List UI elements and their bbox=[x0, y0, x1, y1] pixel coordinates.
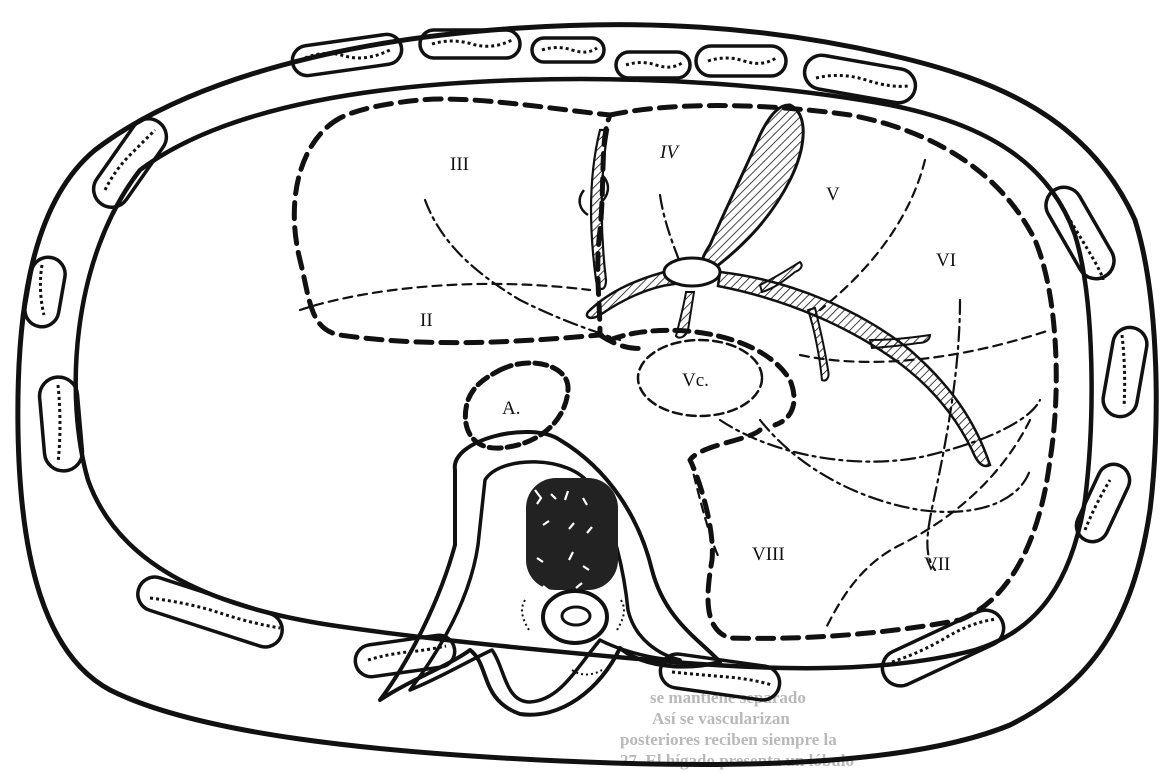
rib bbox=[802, 53, 918, 106]
hepatic-vessels bbox=[580, 105, 990, 466]
show-through-line: posteriores reciben siempre la bbox=[620, 730, 837, 749]
segment-label-iii: III bbox=[450, 154, 469, 175]
rib bbox=[616, 52, 690, 78]
segment-label-vi: VI bbox=[936, 250, 956, 271]
rib bbox=[22, 255, 68, 330]
segment-label-vii: VII bbox=[924, 554, 950, 575]
rib bbox=[290, 32, 403, 77]
vertebra bbox=[380, 432, 720, 715]
portal-vein-trunk bbox=[664, 258, 720, 286]
portal-vein-branch bbox=[591, 130, 608, 289]
segment-label-iv: IV bbox=[659, 142, 680, 163]
rib bbox=[1039, 181, 1120, 286]
segment-label-v: V bbox=[826, 184, 840, 205]
liver-outline bbox=[294, 99, 610, 343]
rib bbox=[133, 573, 286, 652]
aorta-label: A. bbox=[502, 398, 520, 419]
rib bbox=[1100, 325, 1149, 420]
show-through-line: Así se vascularizan bbox=[652, 709, 790, 728]
show-through-line: se mantiene separado bbox=[650, 688, 806, 707]
gallbladder bbox=[701, 105, 803, 275]
vena-cava-label: Vc. bbox=[682, 370, 709, 391]
rib bbox=[696, 46, 786, 76]
show-through-text: se mantiene separado Así se vascularizan… bbox=[620, 688, 854, 770]
portal-vein-right-branch bbox=[718, 272, 990, 466]
segment-labels: III II IV V VI VIII VII A. Vc. bbox=[420, 142, 956, 575]
rib bbox=[532, 38, 604, 62]
rib bbox=[1071, 459, 1135, 547]
segment-label-ii: II bbox=[420, 310, 433, 331]
segment-label-viii: VIII bbox=[752, 544, 785, 565]
spinal-canal bbox=[543, 591, 607, 643]
rib bbox=[876, 604, 1009, 692]
